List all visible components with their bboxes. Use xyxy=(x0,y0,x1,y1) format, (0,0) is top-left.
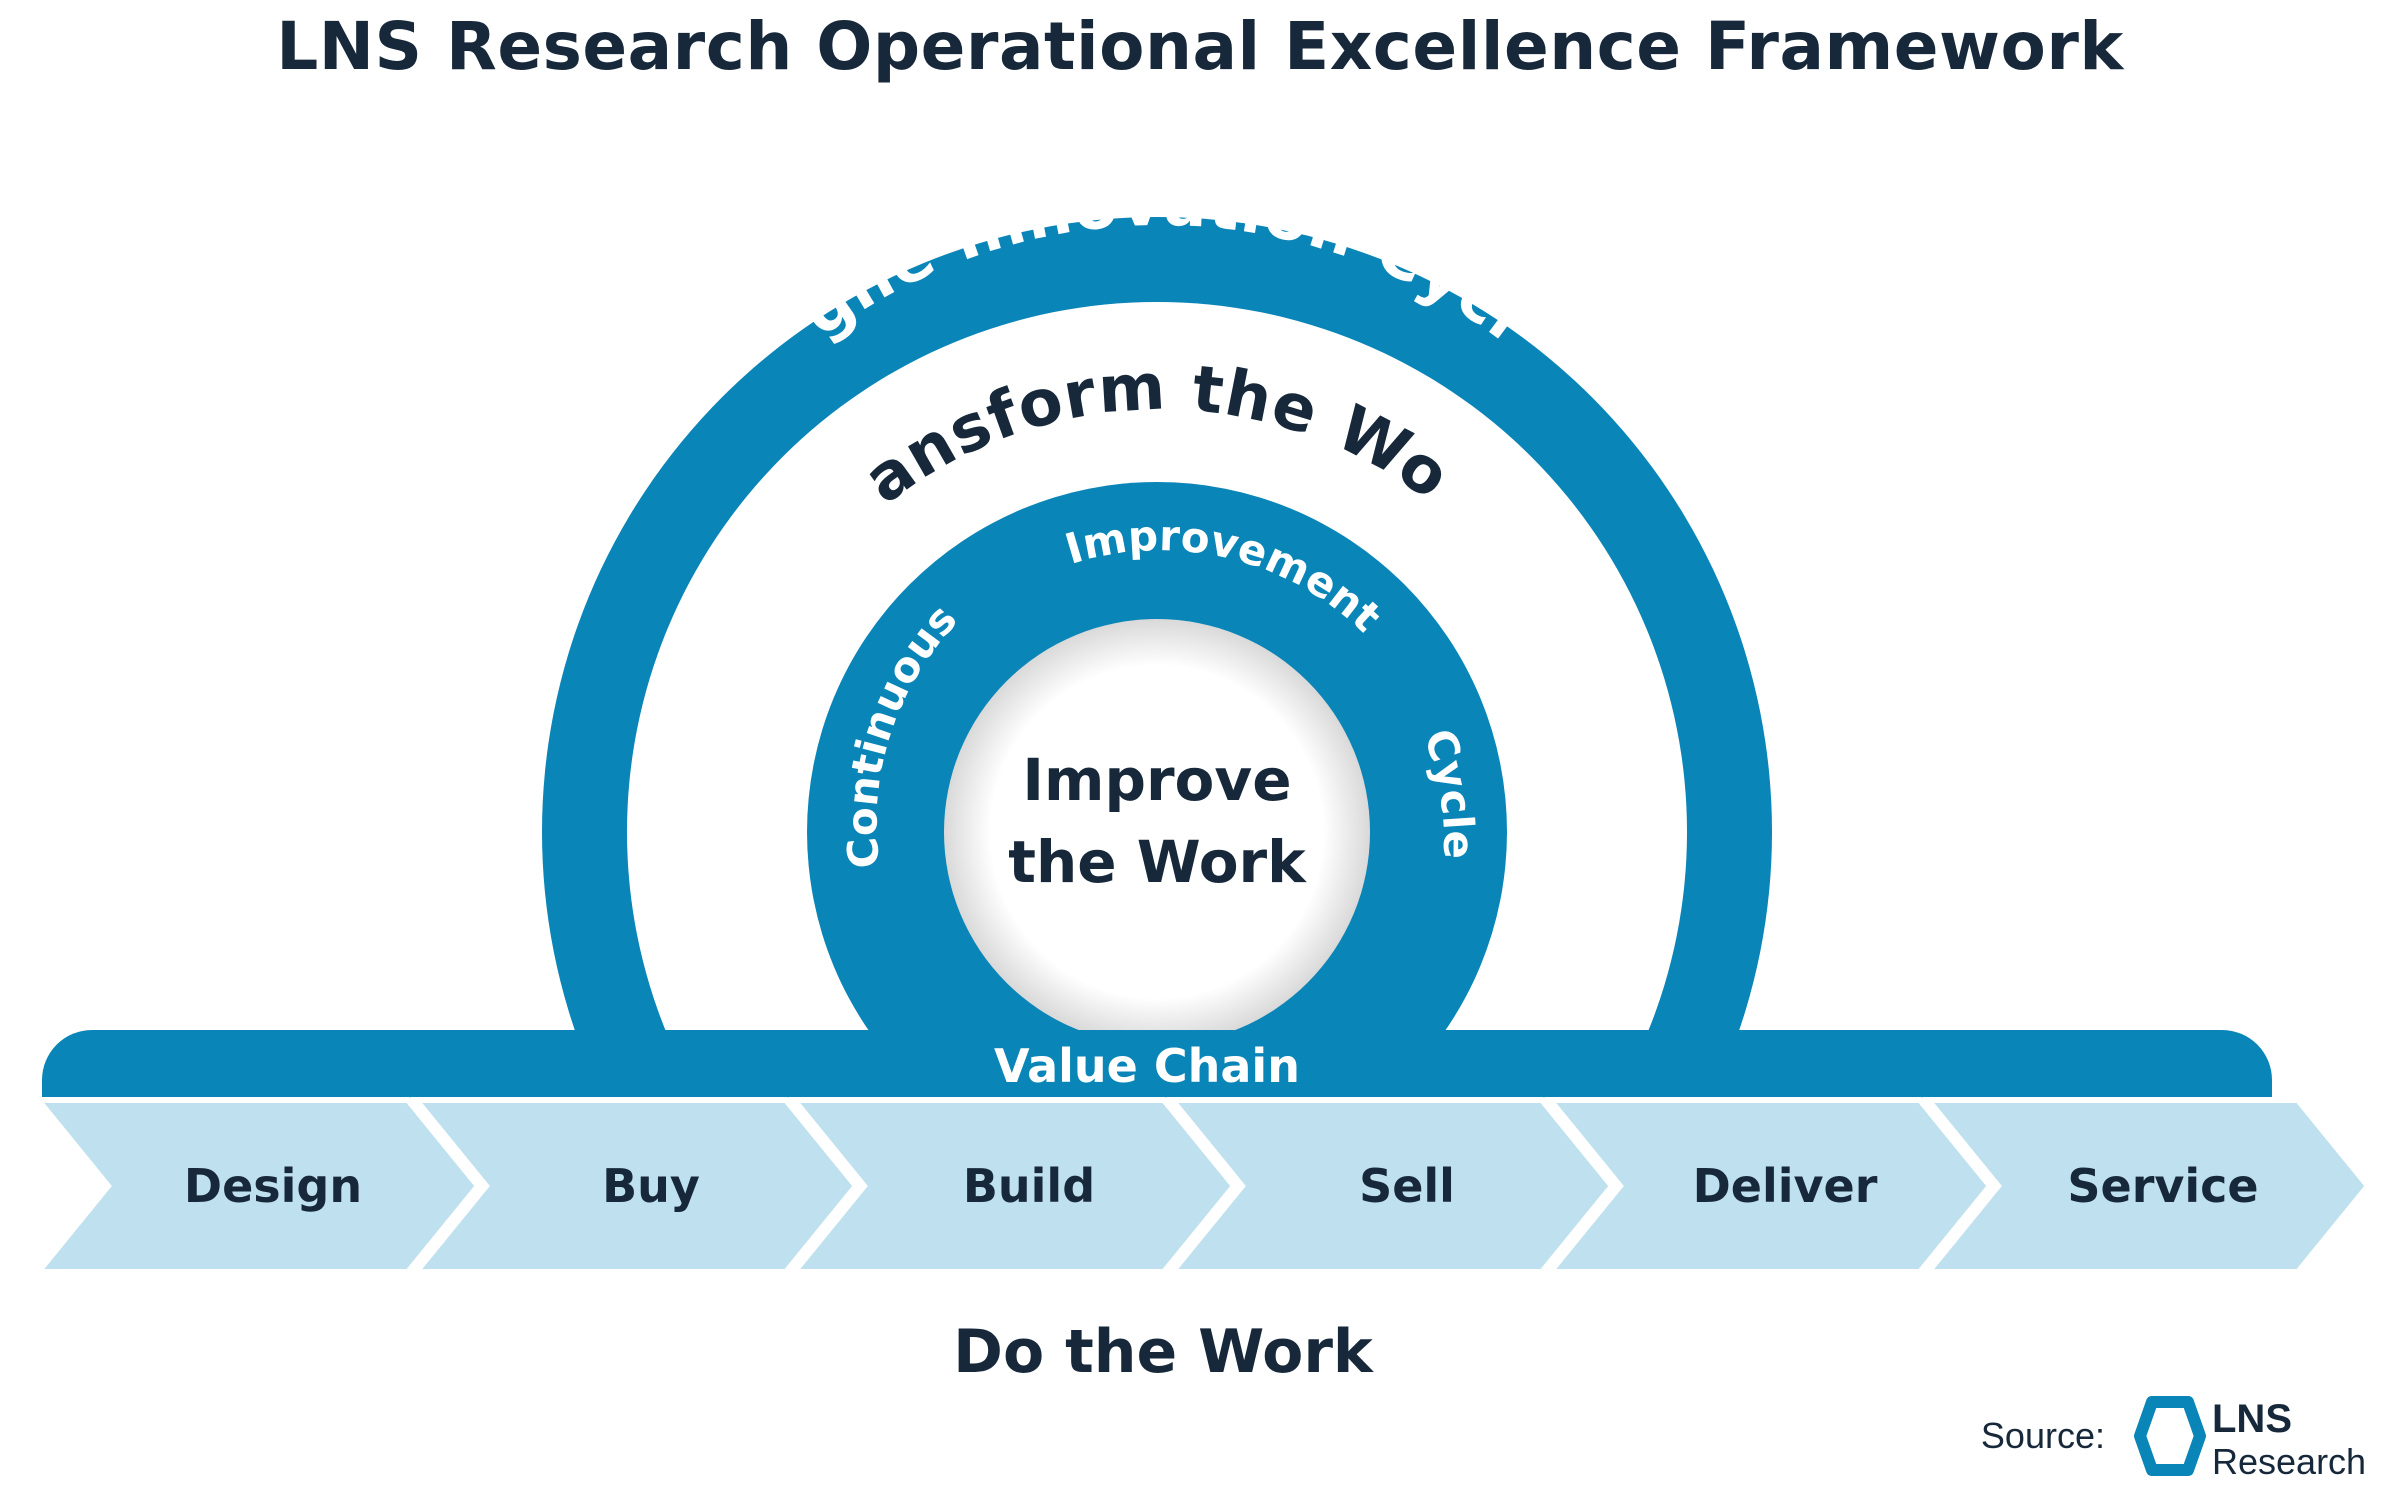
stage-chevron-deliver xyxy=(1543,1097,1994,1275)
value-chain-stages: Design Buy Build Sell Deliver Service xyxy=(31,1097,2372,1275)
stage-chevron-build xyxy=(787,1097,1238,1275)
stage-label-deliver: Deliver xyxy=(1693,1159,1878,1213)
value-chain-bar xyxy=(42,1030,2272,1098)
stage-label-buy: Buy xyxy=(602,1159,700,1213)
core-label-line-1: Improve xyxy=(1022,746,1291,814)
stage-chevron-buy xyxy=(409,1097,860,1275)
lns-logo: LNS Research xyxy=(2134,1396,2366,1482)
do-the-work-label: Do the Work xyxy=(953,1317,1375,1387)
core-circle xyxy=(944,619,1370,1045)
stage-chevron-service xyxy=(1921,1097,2372,1275)
value-chain-label: Value Chain xyxy=(994,1039,1300,1093)
page-title: LNS Research Operational Excellence Fram… xyxy=(276,8,2124,85)
stage-chevron-sell xyxy=(1165,1097,1616,1275)
stage-chevron-design xyxy=(31,1097,482,1275)
stage-label-build: Build xyxy=(963,1159,1095,1213)
lns-logo-line-2: Research xyxy=(2212,1441,2366,1482)
stage-label-service: Service xyxy=(2067,1159,2258,1213)
lns-logo-line-1: LNS xyxy=(2212,1397,2292,1441)
core-label-line-2: the Work xyxy=(1008,828,1307,896)
lns-logo-mark xyxy=(2134,1396,2206,1476)
stage-label-sell: Sell xyxy=(1359,1159,1455,1213)
source-label: Source: xyxy=(1981,1415,2105,1456)
stage-label-design: Design xyxy=(184,1159,362,1213)
